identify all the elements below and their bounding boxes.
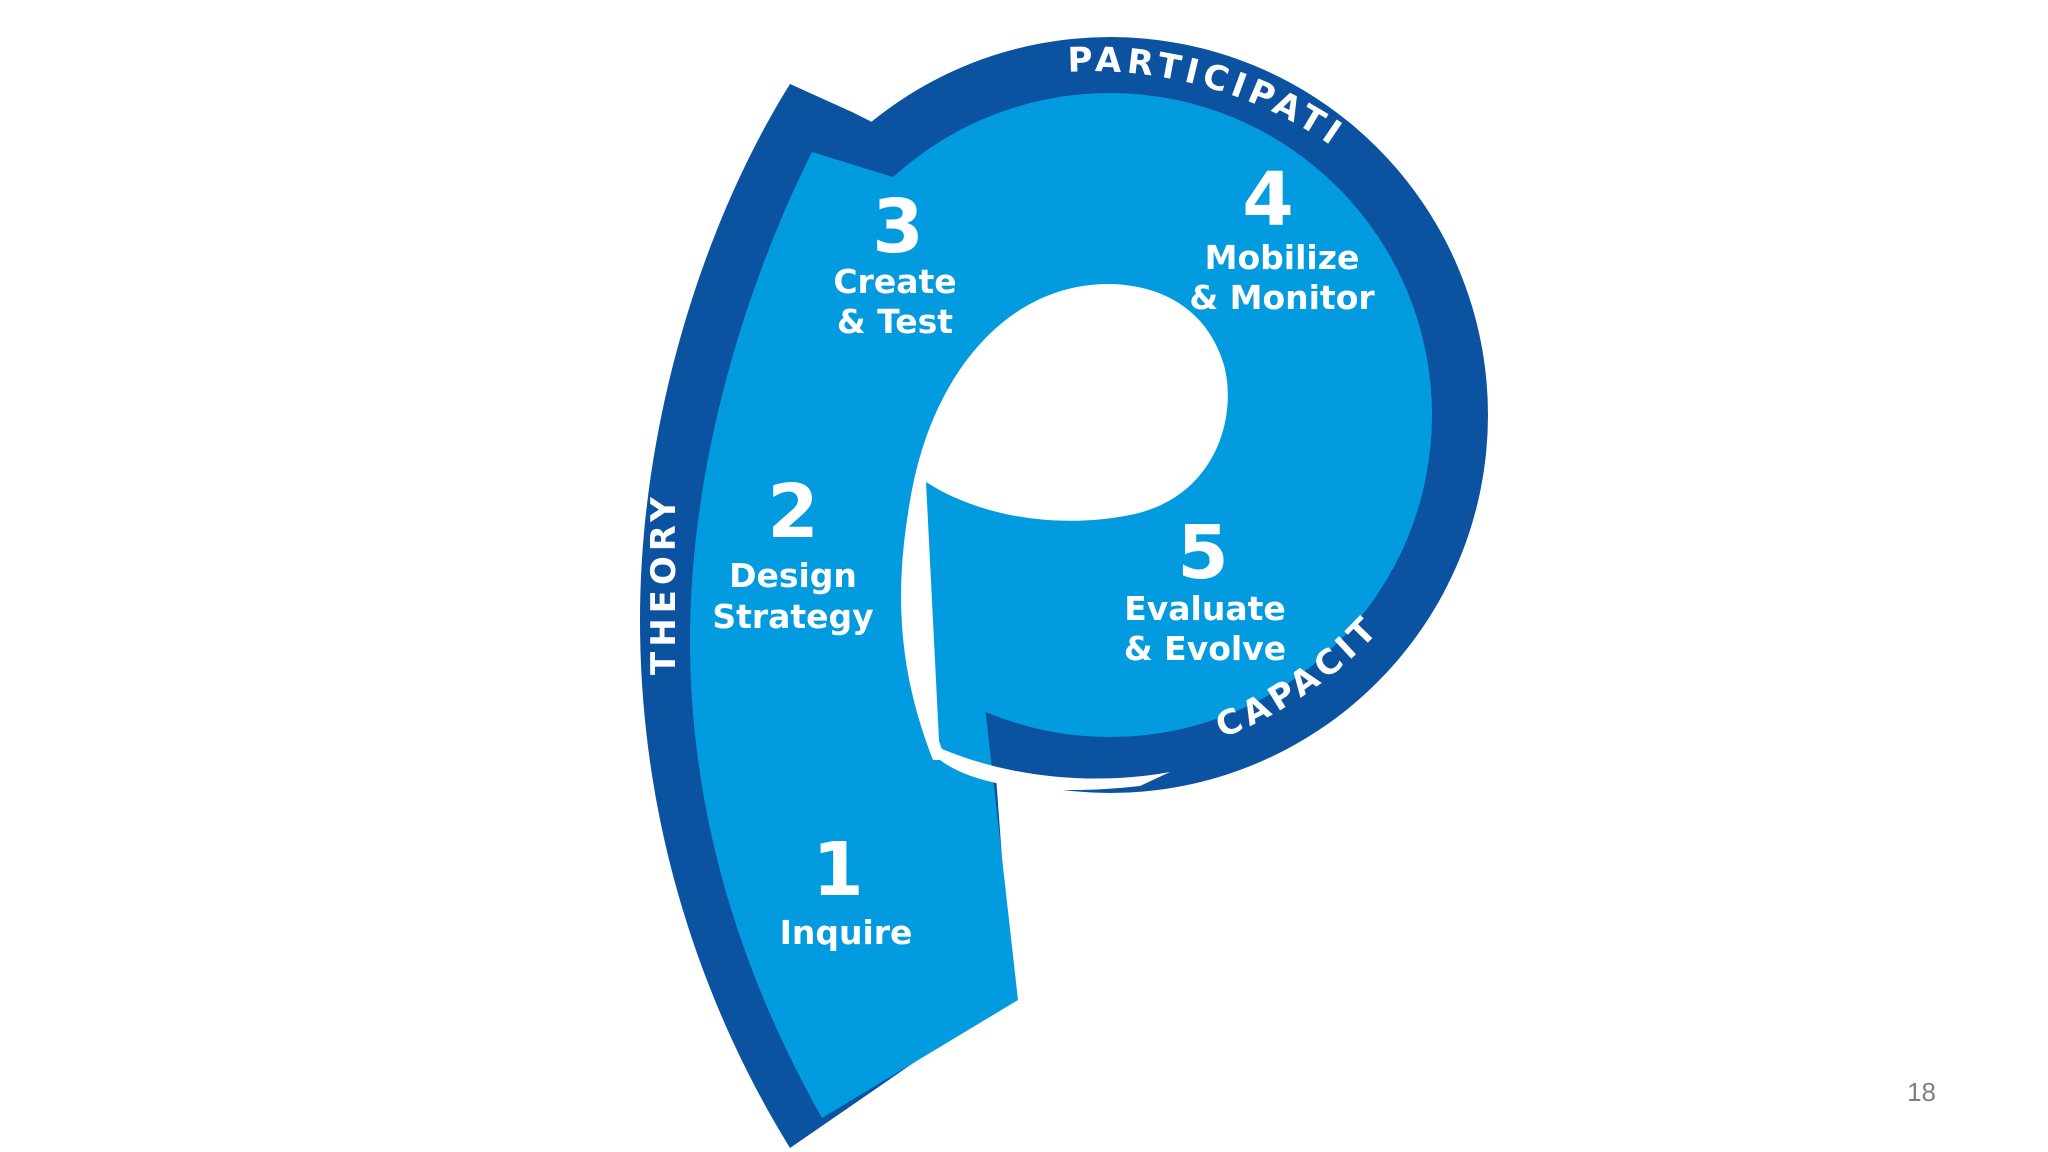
page-number: 18 xyxy=(1907,1077,1936,1107)
stage-3-label-line2: & Test xyxy=(837,302,953,341)
white-stem-gap xyxy=(901,482,946,760)
stage-3: 3 Create & Test xyxy=(833,184,956,341)
stage-1: 1 Inquire xyxy=(780,827,913,952)
stage-5-number: 5 xyxy=(1177,510,1229,596)
stage-2-label-line1: Design xyxy=(729,556,857,595)
arc-label-theory: THEORY xyxy=(644,492,684,675)
stage-4-number: 4 xyxy=(1242,157,1294,243)
stage-4: 4 Mobilize & Monitor xyxy=(1189,157,1375,317)
stage-4-label-line1: Mobilize xyxy=(1205,238,1360,277)
stage-2-number: 2 xyxy=(767,469,819,555)
stage-3-label-line1: Create xyxy=(833,262,956,301)
stage-1-number: 1 xyxy=(812,827,864,913)
stage-5-label-line2: & Evolve xyxy=(1124,629,1286,668)
stage-5: 5 Evaluate & Evolve xyxy=(1124,510,1286,668)
stage-1-label: Inquire xyxy=(780,913,913,952)
stage-4-label-line2: & Monitor xyxy=(1189,278,1375,317)
stage-5-label-line1: Evaluate xyxy=(1124,589,1286,628)
stage-2: 2 Design Strategy xyxy=(712,469,873,636)
stage-3-number: 3 xyxy=(872,184,924,270)
stage-2-label-line2: Strategy xyxy=(712,597,873,636)
inner-top-notch xyxy=(812,152,880,245)
white-counter xyxy=(905,283,1228,791)
